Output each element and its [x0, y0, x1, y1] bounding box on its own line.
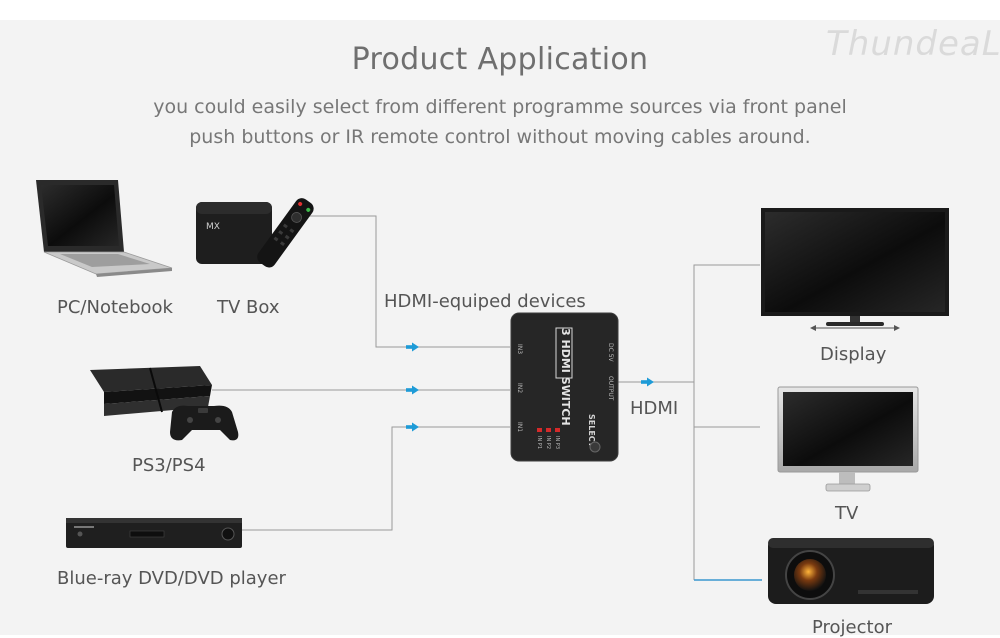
arrow-right-icon: [406, 342, 419, 352]
input-hdmi-label: HDMI-equiped devices: [384, 291, 586, 312]
switch-button-p1-label: IN P1: [536, 436, 542, 449]
display-label: Display: [820, 344, 887, 365]
switch-port-in2-label: IN2: [516, 383, 523, 393]
switch-led-indicators: [537, 428, 560, 432]
remote-control-icon: [257, 198, 314, 268]
switch-port-in3-label: IN3: [516, 344, 523, 354]
hdmi-switch-device: [510, 312, 619, 462]
page-title: Product Application: [351, 42, 649, 77]
subtitle-line-2: push buttons or IR remote control withou…: [189, 126, 811, 148]
projector-icon: [768, 538, 934, 604]
svg-text:MX: MX: [206, 222, 220, 232]
bluray-player-icon: [66, 518, 242, 548]
arrow-right-icon: [406, 422, 419, 432]
flat-display-icon: [761, 208, 949, 331]
game-controller-icon: [170, 405, 239, 441]
tv-monitor-icon: [777, 386, 919, 492]
bluray-label: Blue-ray DVD/DVD player: [57, 568, 286, 589]
pc-notebook-label: PC/Notebook: [57, 297, 173, 318]
switch-button-p3-label: IN P3: [554, 436, 560, 449]
switch-button-p2-label: IN P2: [545, 436, 551, 449]
switch-name-label: 3 HDMI SWITCH: [559, 328, 572, 426]
tv-box-label: TV Box: [217, 297, 280, 318]
input-connection-lines: [212, 215, 510, 531]
switch-select-label: SELECT: [587, 414, 596, 448]
switch-output-label: OUTPUT: [607, 376, 614, 401]
output-connection-lines: [618, 264, 760, 580]
projector-label: Projector: [812, 617, 892, 638]
tv-label: TV: [835, 503, 859, 524]
subtitle-line-1: you could easily select from different p…: [153, 96, 847, 118]
arrow-right-icon: [641, 377, 654, 387]
select-button-icon: [589, 441, 601, 453]
game-console-icon: [90, 366, 212, 416]
switch-port-in1-label: IN1: [516, 422, 523, 432]
laptop-icon: [36, 180, 173, 277]
arrow-icons: [406, 342, 654, 432]
tv-box-icon: MX: [196, 202, 272, 264]
switch-dc-label: DC 5V: [607, 343, 614, 363]
arrow-right-icon: [406, 385, 419, 395]
ps-label: PS3/PS4: [132, 455, 206, 476]
brand-logo: ThundeaL: [826, 24, 1000, 64]
output-hdmi-label: HDMI: [630, 398, 679, 419]
